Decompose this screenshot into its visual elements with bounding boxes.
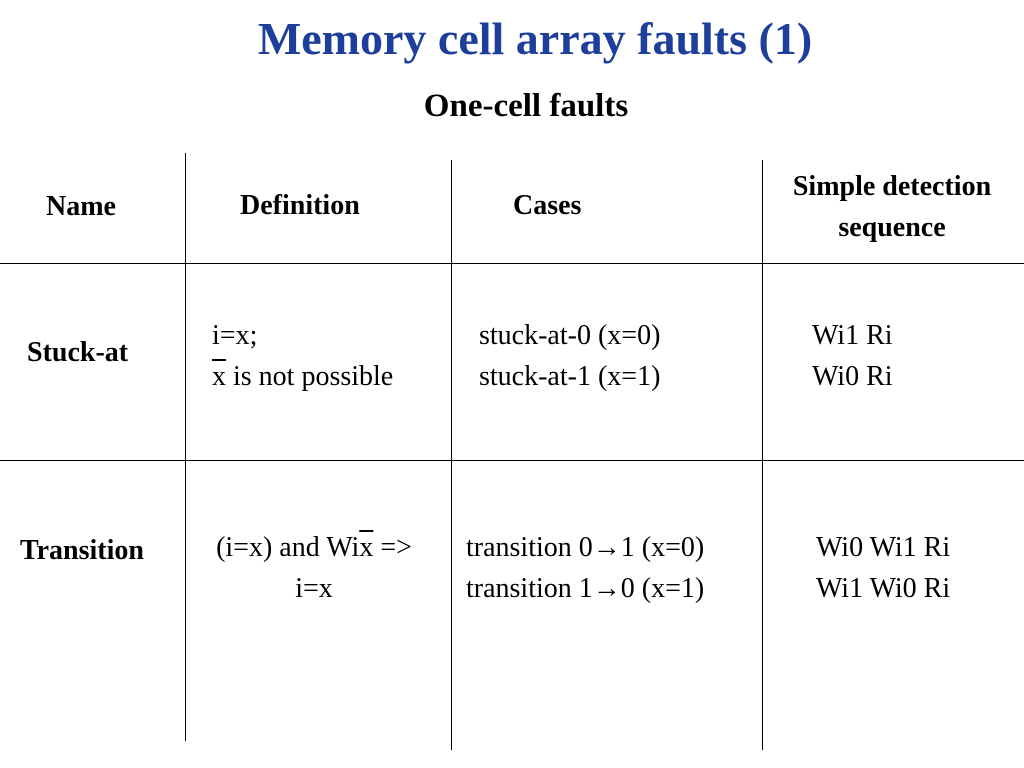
case-line: stuck-at-1 (x=1) bbox=[479, 361, 661, 392]
definition-line: x is not possible bbox=[212, 356, 393, 397]
detection-line: Wi1 Ri bbox=[812, 320, 893, 351]
row-cases-stuck-at: stuck-at-0 (x=0) stuck-at-1 (x=1) bbox=[479, 315, 660, 397]
table-divider-header bbox=[0, 263, 1024, 264]
table-column-divider bbox=[762, 160, 763, 750]
header-name: Name bbox=[46, 191, 116, 222]
definition-line: i=x; bbox=[212, 320, 258, 351]
case-text: 1 (x=0) bbox=[620, 532, 705, 563]
header-detection: Simple detection sequence bbox=[766, 166, 1018, 248]
table-column-divider bbox=[185, 153, 186, 741]
case-line: transition 1→0 (x=1) bbox=[466, 568, 704, 609]
row-detection-stuck-at: Wi1 Ri Wi0 Ri bbox=[812, 315, 893, 397]
table-column-divider bbox=[451, 160, 452, 750]
arrow-right-icon: → bbox=[592, 532, 621, 563]
row-name-stuck-at: Stuck-at bbox=[27, 337, 129, 368]
definition-text: (i=x) and Wi bbox=[216, 532, 360, 563]
case-text: transition 1 bbox=[466, 573, 593, 604]
detection-line: Wi1 Wi0 Ri bbox=[816, 573, 951, 604]
row-cases-transition: transition 0→1 (x=0) transition 1→0 (x=1… bbox=[466, 527, 704, 609]
definition-text: is not possible bbox=[226, 361, 394, 392]
header-detection-line: Simple detection bbox=[792, 171, 992, 202]
overlined-symbol: x bbox=[359, 532, 374, 563]
row-definition-transition: (i=x) and Wix => i=x bbox=[190, 527, 438, 609]
case-line: stuck-at-0 (x=0) bbox=[479, 320, 661, 351]
detection-line: Wi0 Ri bbox=[812, 361, 893, 392]
definition-line: (i=x) and Wix => bbox=[190, 527, 438, 568]
overlined-symbol: x bbox=[212, 361, 226, 392]
header-cases: Cases bbox=[513, 190, 582, 221]
slide-title: Memory cell array faults (1) bbox=[257, 13, 813, 64]
case-text: transition 0 bbox=[466, 532, 593, 563]
case-text: 0 (x=1) bbox=[620, 573, 705, 604]
row-name-transition: Transition bbox=[20, 535, 144, 566]
table-divider-row bbox=[0, 460, 1024, 461]
case-line: transition 0→1 (x=0) bbox=[466, 527, 704, 568]
slide-subtitle: One-cell faults bbox=[423, 88, 629, 124]
definition-text: => bbox=[373, 532, 412, 563]
header-definition: Definition bbox=[240, 190, 360, 221]
header-detection-line: sequence bbox=[838, 212, 946, 243]
row-definition-stuck-at: i=x; x is not possible bbox=[212, 315, 393, 397]
arrow-right-icon: → bbox=[592, 573, 621, 604]
row-detection-transition: Wi0 Wi1 Ri Wi1 Wi0 Ri bbox=[816, 527, 950, 609]
definition-line: i=x bbox=[295, 573, 333, 604]
detection-line: Wi0 Wi1 Ri bbox=[816, 532, 951, 563]
